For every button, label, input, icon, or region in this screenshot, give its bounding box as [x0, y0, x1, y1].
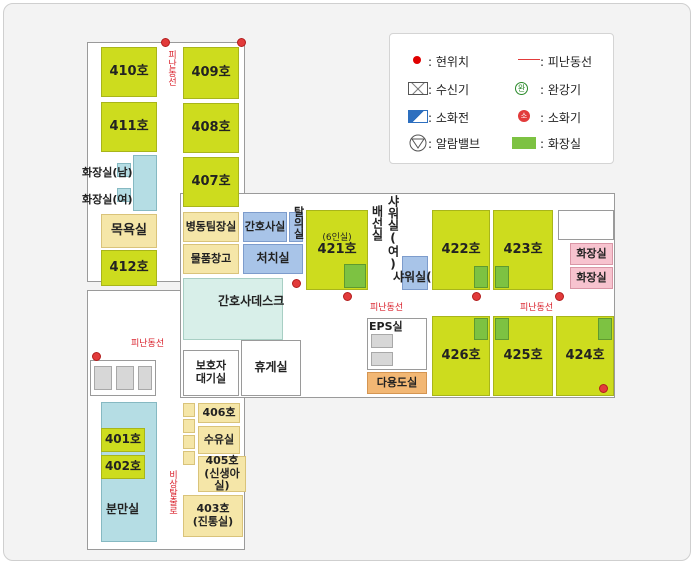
legend-receiver-text: 수신기	[435, 83, 469, 97]
evac-label-right: 피난동선	[520, 303, 554, 313]
changing-room-label: 탈의실	[292, 206, 305, 239]
legend-slow-descender-text: 완강기	[547, 83, 581, 97]
elevator	[94, 366, 112, 390]
evac-label-mid: 피난동선	[370, 303, 404, 313]
treatment-room: 처치실	[243, 244, 303, 274]
supply-storage: 물품창고	[183, 244, 239, 274]
extinguisher-icon	[599, 384, 608, 393]
room-410: 410호	[101, 47, 157, 97]
lounge-room: 휴게실	[241, 340, 301, 396]
room-406: 406호	[198, 403, 240, 423]
storage-cell	[183, 435, 195, 449]
emergency-exit-label: 비상탈출로	[167, 470, 177, 515]
ward-team-room: 병동팀장실	[183, 212, 239, 242]
extinguisher-icon	[92, 352, 101, 361]
legend-evac-text: 피난동선	[547, 55, 593, 69]
storage-cell	[183, 451, 195, 465]
room-425-restroom	[495, 318, 509, 340]
extinguisher-icon	[472, 292, 481, 301]
restroom-male-block	[133, 155, 157, 211]
legend-alarm-valve-text: 알람밸브	[435, 137, 481, 151]
legend-hydrant: : 소화전	[428, 111, 469, 125]
current-location-icon	[413, 56, 421, 64]
extinguisher-icon	[161, 38, 170, 47]
legend-extinguisher-text: 소화기	[547, 111, 581, 125]
restroom-male-label: 화장실(남)	[82, 166, 133, 179]
stair-east	[558, 210, 614, 240]
eps-label: EPS실	[369, 320, 403, 333]
room-402: 402호	[101, 455, 145, 479]
legend-receiver: : 수신기	[428, 83, 469, 97]
room-421-restroom	[344, 264, 366, 288]
map-legend: : 현위치 : 피난동선 : 수신기 완 : 완강기 : 소화전 소 : 소화기…	[389, 33, 614, 164]
restroom-cell	[117, 163, 131, 177]
slow-descender-icon: 완	[515, 82, 528, 95]
nurse-room: 간호사실	[243, 212, 287, 242]
room-426-restroom	[474, 318, 488, 340]
room-421: (6인실) 421호	[306, 210, 368, 290]
restroom-1: 화장실	[570, 243, 613, 265]
evacuation-route-icon	[518, 59, 540, 60]
room-407: 407호	[183, 157, 239, 207]
legend-hydrant-text: 소화전	[435, 111, 469, 125]
alarm-valve-icon	[409, 134, 427, 152]
shower-male-room	[402, 256, 428, 290]
multipurpose-room: 다용도실	[367, 372, 427, 394]
room-422-restroom	[474, 266, 488, 288]
storage-cell	[183, 403, 195, 417]
legend-evac: : 피난동선	[540, 55, 593, 69]
room-422: 422호	[432, 210, 490, 290]
room-409: 409호	[183, 47, 239, 99]
evac-label-left: 피난동선	[131, 339, 165, 349]
room-421-label: 421호	[317, 242, 357, 258]
eps-equipment	[371, 334, 393, 348]
extinguisher-icon	[237, 38, 246, 47]
extinguisher-icon	[343, 292, 352, 301]
extinguisher-legend-icon: 소	[518, 110, 530, 122]
room-405: 405호 (신생아실)	[198, 454, 246, 492]
nurse-desk-label: 간호사데스크	[218, 294, 285, 308]
restroom-2: 화장실	[570, 267, 613, 289]
restroom-female-label: 화장실(여)	[82, 193, 133, 206]
room-412: 412호	[101, 250, 157, 286]
elevator	[116, 366, 134, 390]
restroom-cell	[117, 188, 131, 202]
guardian-waiting-room: 보호자 대기실	[183, 350, 239, 396]
nursing-room: 수유실	[198, 426, 240, 454]
receiver-icon	[408, 82, 428, 95]
shower-female-label: 샤워실(여)	[386, 195, 400, 271]
storage-cell	[183, 419, 195, 433]
legend-slow-descender: : 완강기	[540, 83, 581, 97]
legend-extinguisher: : 소화기	[540, 111, 581, 125]
evac-label-top: 피난동선	[166, 50, 176, 86]
legend-current-text: 현위치	[435, 55, 469, 69]
changing-room	[289, 212, 303, 242]
nurse-station-area	[183, 278, 283, 340]
delivery-room-label: 분만실	[106, 502, 140, 516]
bath-room: 목욕실	[101, 214, 157, 248]
legend-restroom: : 화장실	[540, 137, 581, 151]
legend-current-location: : 현위치	[428, 55, 469, 69]
legend-restroom-text: 화장실	[547, 137, 581, 151]
room-408: 408호	[183, 103, 239, 153]
fire-hydrant-icon	[408, 110, 428, 123]
extinguisher-icon	[292, 279, 301, 288]
room-403: 403호 (진통실)	[183, 495, 243, 537]
room-424-restroom	[598, 318, 612, 340]
room-423-restroom	[495, 266, 509, 288]
room-411: 411호	[101, 102, 157, 152]
dispatch-room-label: 배선실	[370, 205, 384, 241]
restroom-legend-swatch	[512, 137, 536, 149]
room-401: 401호	[101, 428, 145, 452]
elevator	[138, 366, 152, 390]
legend-alarm-valve: : 알람밸브	[428, 137, 481, 151]
extinguisher-icon	[555, 292, 564, 301]
room-421-capacity: (6인실)	[322, 233, 352, 243]
eps-equipment	[371, 352, 393, 366]
